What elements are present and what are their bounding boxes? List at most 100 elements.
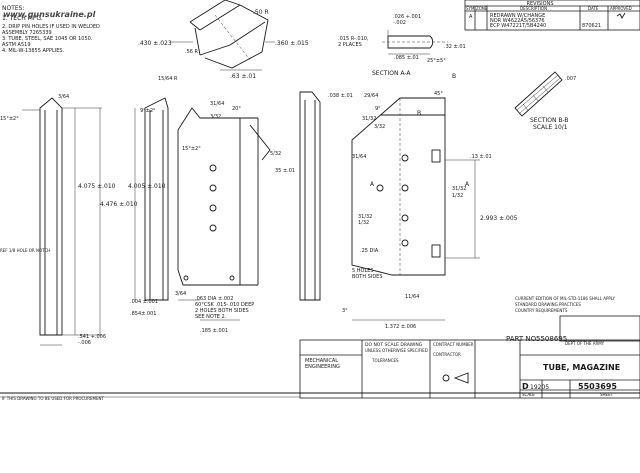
dim-text: 4.075 ±.010 (78, 183, 116, 190)
dim-text: 9°±2° (140, 108, 156, 114)
projection-symbol-icon (453, 372, 469, 384)
csk-hole (183, 275, 189, 281)
svg-text:STANDARD DRAWING PRACTICES: STANDARD DRAWING PRACTICES (515, 302, 581, 307)
dim-text: 15/64 R (158, 76, 178, 82)
dim-text: .185 ±.001 (200, 328, 228, 334)
rev-row-sym: A (469, 14, 473, 20)
left-view: 3/64 15°±2° 4.075 ±.010 4.476 ±.010 REF … (0, 94, 138, 346)
dim-text: 5/32 (270, 151, 281, 157)
dim-text: .063 DIA ±.002 (195, 296, 233, 302)
agency: DEPT OF THE ARMY (565, 341, 605, 346)
notes-line: ASTM A519 (2, 42, 31, 48)
dim-text: 11/64 (405, 294, 419, 300)
dims-note: UNLESS OTHERWISE SPECIFIED (365, 348, 428, 353)
rev-col-sym: SYM (466, 6, 475, 11)
rev-col-zone: ZONE (476, 6, 488, 11)
top-view: .50 R .430 ±.023 .360 ±.015 .63 ±.01 .56… (138, 0, 309, 80)
notes-line: 3. TUBE, STEEL, SAE 1045 OR 1050. (2, 36, 93, 42)
dim-text: 9° (375, 106, 381, 112)
eng-label: ENGINEERING (305, 364, 340, 370)
hole (401, 154, 409, 162)
dim-text: .360 ±.015 (275, 40, 309, 47)
dim-text: .007 (565, 76, 576, 82)
section-a-title: SECTION A-A (372, 70, 411, 77)
dim-text: 1/32 (452, 193, 463, 199)
dim-text: 2 PLACES (338, 42, 362, 48)
dim-text: 3° (342, 308, 348, 314)
rev-row-date: 870621 (582, 23, 601, 29)
scale-label: SCALE (522, 392, 535, 397)
rev-col-approved: APPROVED (610, 6, 632, 11)
dim-text: .541 +.006 (78, 334, 106, 340)
rev-row-desc: ECP W47221T/5B4240 (490, 23, 546, 29)
bottom-note: IF THIS DRAWING TO BE USED FOR PROCUREME… (2, 396, 104, 401)
notes-line: ASSEMBLY 7265339 (2, 30, 52, 36)
notes-block: NOTES: 1. TECH MFG. 2. DRIP PIN HOLES IF… (2, 5, 100, 54)
svg-text:CURRENT EDITION OF MIL-STD-118: CURRENT EDITION OF MIL-STD-1186 SHALL AP… (515, 296, 616, 301)
cage-code: 19205 (530, 384, 549, 391)
middle-view: 15/64 R 9°±2° 31/64 3/32 20° 15°±2° 4.00… (128, 76, 295, 334)
hole (209, 184, 217, 192)
dim-text: -.006 (78, 340, 91, 346)
dim-text: 15°±2° (0, 116, 19, 122)
sheet-label: SHEET (600, 392, 614, 397)
section-marker-a: A (465, 181, 470, 188)
drawing-title: TUBE, MAGAZINE (543, 363, 620, 372)
dim-text: 2 HOLES BOTH SIDES (195, 308, 249, 314)
svg-text:COUNTRY REQUIREMENTS: COUNTRY REQUIREMENTS (515, 308, 568, 313)
watermark: www.gunsukraine.pl (3, 10, 96, 19)
right-view: 29/64 31/32 3/32 31/64 9° 45° B B A A .1… (342, 73, 518, 330)
notes-line: 4. MIL-W-13855 APPLIES. (2, 48, 65, 54)
section-marker-b: B (452, 73, 456, 80)
notes-line: 1. TECH MFG. (2, 15, 43, 22)
revisions-header: REVISIONS (526, 1, 553, 7)
do-not-scale: DO NOT SCALE DRAWING (365, 342, 423, 348)
contract-label: CONTRACT NUMBER (433, 342, 474, 347)
size-code: D (522, 382, 529, 391)
dim-text: 31/64 (352, 154, 366, 160)
section-b-scale: SCALE 10/1 (533, 124, 568, 131)
dim-text: .854±.001 (130, 311, 156, 317)
tol-label: TOLERANCES (371, 358, 399, 363)
dim-text: .13 ±.01 (470, 154, 492, 160)
dim-text: 45° (434, 91, 443, 97)
title-block: MECHANICAL ENGINEERING DO NOT SCALE DRAW… (299, 335, 640, 399)
dim-text: BOTH SIDES (352, 274, 383, 280)
drawing-number: 5503695 (578, 382, 617, 391)
hole (401, 184, 409, 192)
dim-text: .015 R-.010, (338, 36, 369, 42)
dim-text: 3/64 (58, 94, 69, 100)
rev-col-desc: DESCRIPTION (520, 6, 547, 11)
dim-text: .32 ±.01 (444, 44, 466, 50)
notes-heading: NOTES: (2, 5, 25, 12)
rev-col-date: DATE (588, 6, 599, 11)
dim-text: 20° (232, 106, 241, 112)
part-no-label: PART NO. (506, 335, 538, 343)
dim-text: SEE NOTE 2. (195, 314, 227, 320)
section-b-b: .007 SECTION B-B SCALE 10/1 (514, 71, 576, 131)
section-b-title: SECTION B-B (530, 117, 569, 124)
projection-symbol-circle-icon (442, 374, 450, 382)
dim-text: 35 ±.01 (275, 168, 295, 174)
hole (209, 164, 217, 172)
dim-text: 2.993 ±.005 (480, 215, 518, 222)
dim-text: 29/64 (364, 93, 378, 99)
part-no: 5508695 (536, 335, 567, 343)
dim-text: .56 R (185, 49, 199, 55)
hole (376, 184, 384, 192)
dim-text: 4.476 ±.010 (100, 201, 138, 208)
hole (209, 224, 217, 232)
hole (209, 204, 217, 212)
dim-text: 25°±5° (427, 58, 446, 64)
dim-text: .63 ±.01 (230, 73, 256, 80)
edge-view: .038 ±.01 (299, 91, 353, 301)
dim-text: .50 R (253, 9, 269, 16)
dim-text: .004 ±.001 (130, 299, 158, 305)
dim-text: 1/32 (358, 220, 369, 226)
section-marker-b: B (417, 110, 421, 117)
dim-text: REF 1/8 HOLE OR NOTCH (0, 248, 50, 253)
hole (401, 214, 409, 222)
spec-note: CURRENT EDITION OF MIL-STD-1186 SHALL AP… (515, 296, 640, 342)
rev-row-desc: REDRAWN W/CHANGE (490, 13, 545, 19)
